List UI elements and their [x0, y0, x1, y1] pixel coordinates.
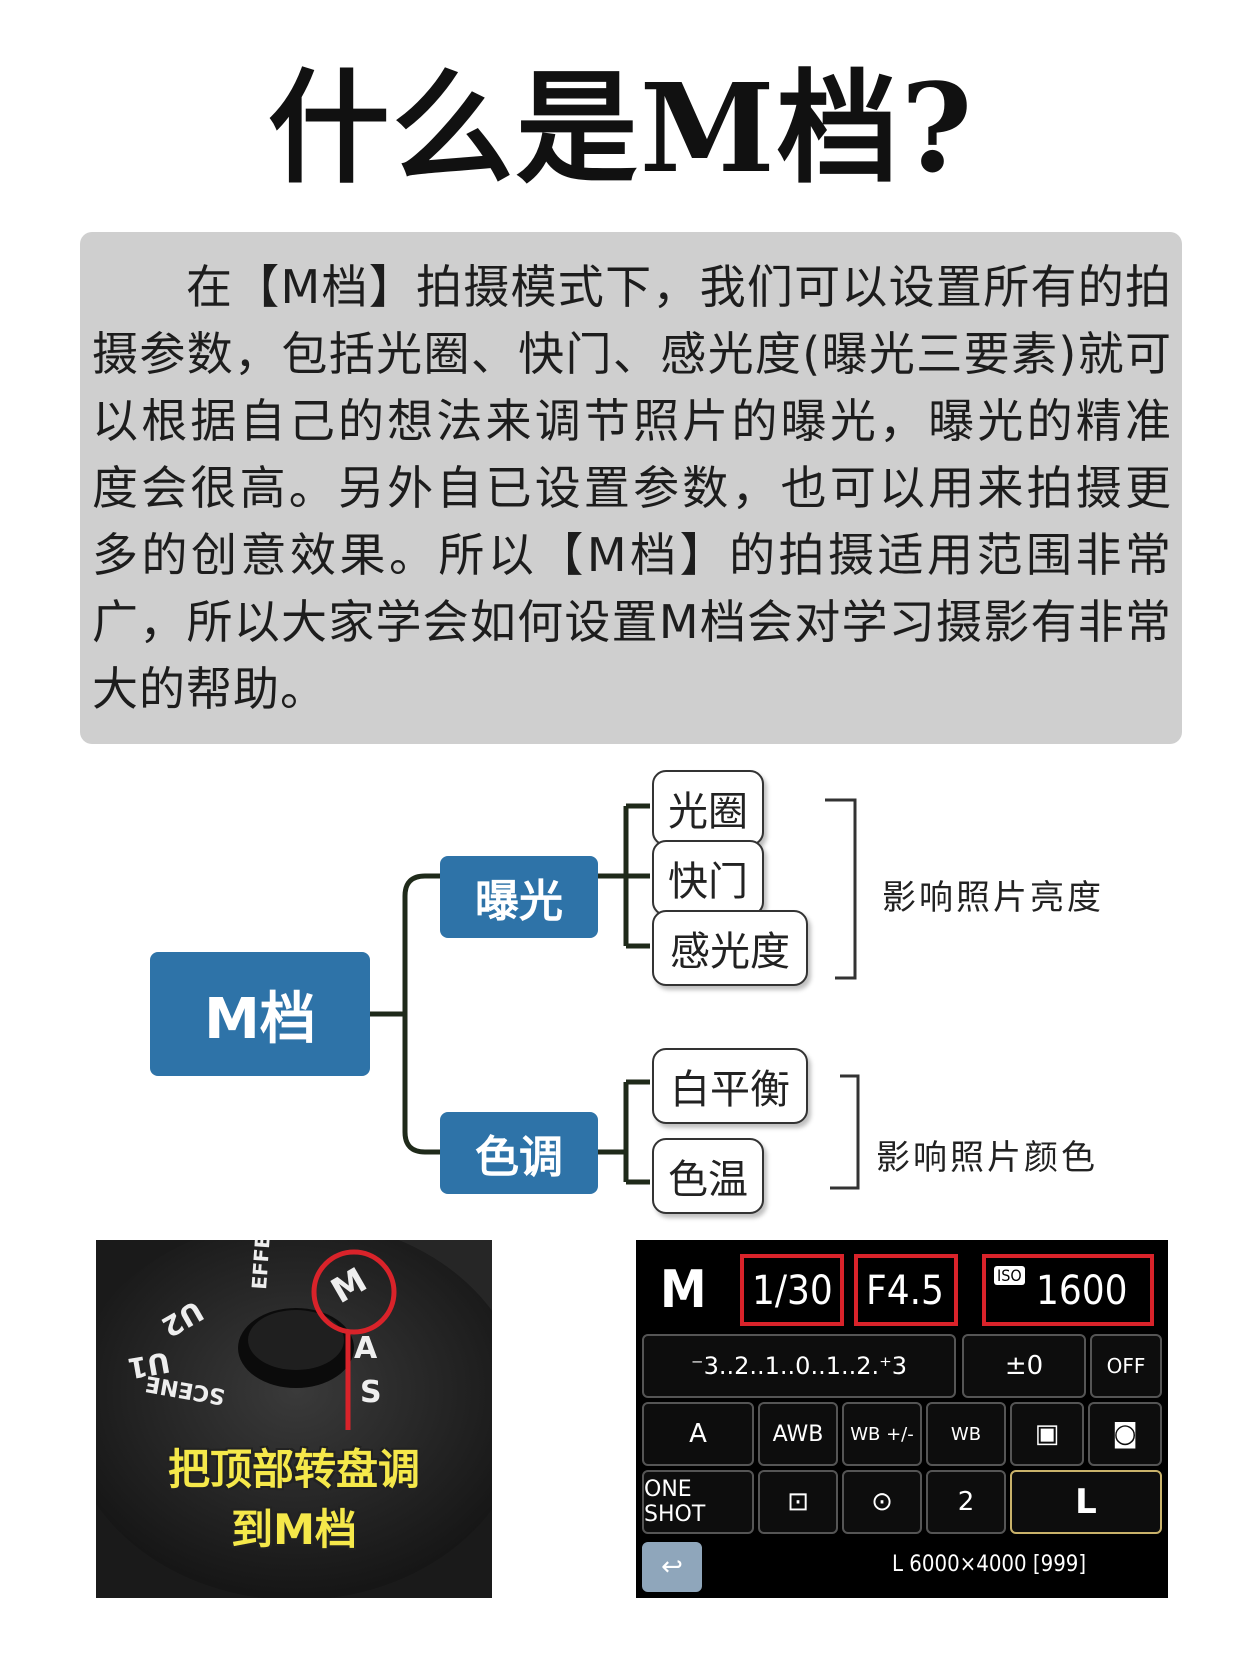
lcd-iso: 1600: [1036, 1268, 1128, 1314]
mode-dial-photo: EFFECTS M A S U2 U1 SCENE C 把顶部转盘调 到M档: [96, 1240, 492, 1598]
dial-u1-label: U1: [125, 1345, 172, 1385]
lcd-wb-bracket: WB: [926, 1402, 1006, 1466]
mode-dial-illustration: EFFECTS M A S U2 U1 SCENE C: [96, 1240, 492, 1598]
leaf-white-balance: 白平衡: [652, 1048, 808, 1124]
leaf-aperture: 光圈: [652, 770, 764, 846]
dial-caption-line2: 到M档: [231, 1505, 357, 1554]
page-title: 什么是M档?: [267, 56, 975, 200]
dial-s-label: S: [360, 1375, 382, 1410]
intro-box: 在【M档】拍摄模式下，我们可以设置所有的拍摄参数，包括光圈、快门、感光度(曝光三…: [80, 232, 1182, 744]
m-mode-node: M档: [150, 952, 370, 1076]
exposure-node: 曝光: [440, 856, 598, 938]
mind-map: M档 曝光 色调 光圈 快门 感光度 白平衡 色温 影响照片亮度 影响照片颜色: [0, 760, 1242, 1220]
lcd-return-icon[interactable]: ↩: [642, 1542, 702, 1592]
lcd-peripheral-illum: ▣: [1010, 1402, 1084, 1466]
lcd-flash-comp: ±0: [962, 1334, 1086, 1398]
lcd-image-quality: L: [1010, 1470, 1162, 1534]
lcd-drive-mode: 2: [926, 1470, 1006, 1534]
dial-c-label: C: [396, 1453, 415, 1483]
brightness-effect-label: 影响照片亮度: [882, 878, 1104, 918]
lcd-quality-readout: L 6000×4000 [999]: [892, 1552, 1087, 1577]
lcd-camera-settings-icon: ◙: [1088, 1402, 1162, 1466]
lcd-awb: AWB: [758, 1402, 838, 1466]
aperture-highlight-box: [854, 1254, 958, 1326]
lcd-iso-label: ISO: [994, 1266, 1025, 1285]
lcd-metering-icon: ⊙: [842, 1470, 922, 1534]
lcd-wb-shift: WB +/-: [842, 1402, 922, 1466]
leaf-color-temp: 色温: [652, 1138, 764, 1214]
shutter-highlight-box: [740, 1254, 844, 1326]
lcd-mode: M: [660, 1260, 707, 1320]
lcd-af-point-icon: ⊡: [758, 1470, 838, 1534]
color-effect-label: 影响照片颜色: [876, 1138, 1098, 1178]
camera-lcd-photo: M 1/30 F4.5 ISO 1600 ⁻3..2..1..0..1..2.⁺…: [636, 1240, 1168, 1598]
intro-paragraph: 在【M档】拍摄模式下，我们可以设置所有的拍摄参数，包括光圈、快门、感光度(曝光三…: [92, 260, 1172, 716]
mind-map-connectors: [370, 798, 860, 1190]
lcd-af-mode: ONE SHOT: [642, 1470, 754, 1534]
lcd-wifi: OFF: [1090, 1334, 1162, 1398]
iso-highlight-box: [982, 1254, 1154, 1326]
lcd-aperture: F4.5: [866, 1268, 944, 1314]
dial-a-label: A: [354, 1331, 378, 1366]
tone-node: 色调: [440, 1112, 598, 1194]
lcd-picture-style: A: [642, 1402, 754, 1466]
leaf-iso: 感光度: [652, 910, 808, 986]
dial-caption-line1: 把顶部转盘调: [167, 1445, 420, 1494]
lcd-exposure-scale: ⁻3..2..1..0..1..2.⁺3: [642, 1334, 956, 1398]
lcd-shutter: 1/30: [752, 1268, 833, 1314]
leaf-shutter: 快门: [652, 840, 764, 916]
